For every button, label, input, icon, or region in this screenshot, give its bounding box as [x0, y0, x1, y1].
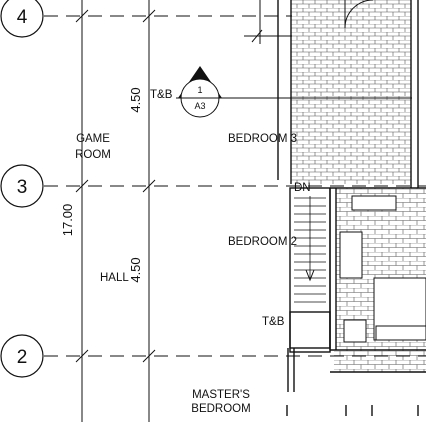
dimension-overall: 17.00: [60, 204, 75, 237]
bedroom-3-floor-hatch: [291, 0, 411, 184]
door-swing-upper: [344, 0, 374, 29]
master-floor-hatch: [334, 350, 426, 372]
room-label-game-2: ROOM: [75, 149, 111, 161]
stair-arrow: [305, 269, 315, 282]
bedroom-2-dresser: [351, 195, 397, 211]
room-label-hall: HALL: [100, 272, 129, 284]
room-label-master-1: MASTER'S: [192, 389, 250, 401]
grid-bubble-2-label: 2: [17, 347, 28, 368]
room-label-master-2: BEDROOM: [191, 403, 250, 415]
room-label-bedroom-2: BEDROOM 2: [228, 236, 297, 248]
room-label-bedroom-3: BEDROOM 3: [228, 133, 297, 145]
dimension-lines: [75, 0, 292, 422]
grid-bubble-2: 2: [0, 334, 44, 378]
furniture: [339, 195, 426, 343]
section-marker: 1 A3: [178, 66, 222, 118]
room-label-game-1: GAME: [76, 133, 110, 145]
stair-label-dn: DN: [294, 182, 311, 194]
dimension-upper: 4.50: [128, 87, 143, 112]
bedroom-2-side-table: [343, 319, 367, 343]
walls: [277, 0, 426, 416]
grid-bubble-3-label: 3: [17, 177, 28, 198]
section-marker-number: 1: [197, 85, 202, 95]
grid-bubble-3: 3: [0, 164, 44, 208]
grid-bubble-4: 4: [0, 0, 44, 38]
bed-pillow: [375, 325, 426, 341]
section-marker-sheet: A3: [194, 101, 205, 111]
stair-treads: [294, 196, 326, 303]
grid-lines: [44, 15, 426, 357]
room-label-tb-upper: T&B: [150, 89, 173, 101]
dimension-lower: 4.50: [128, 257, 143, 282]
grid-bubble-4-label: 4: [17, 7, 28, 28]
bedroom-2-cabinet: [339, 231, 363, 279]
room-label-tb-lower: T&B: [262, 316, 285, 328]
